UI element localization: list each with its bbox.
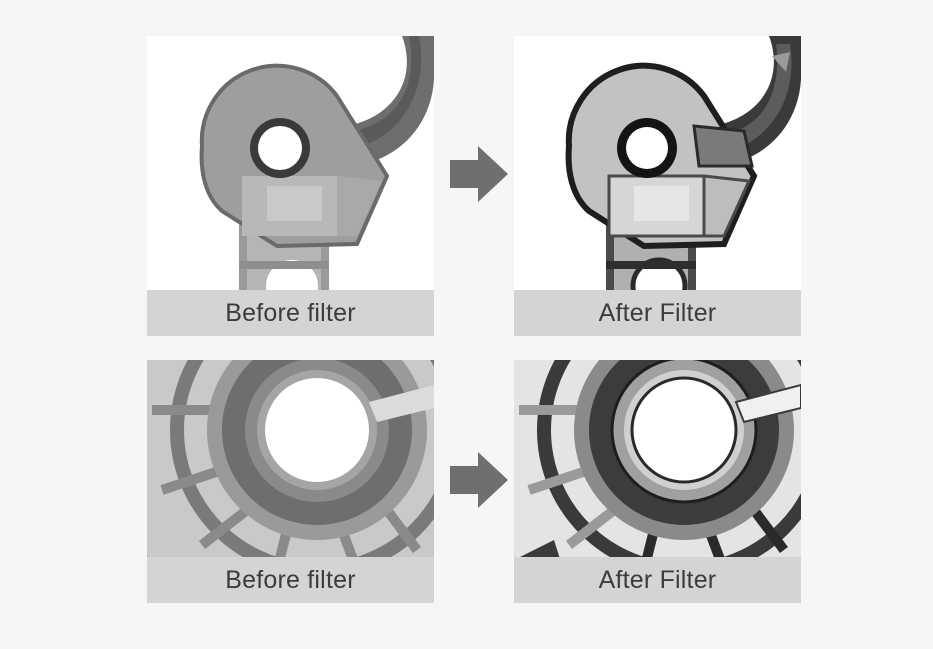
caption-top-after: After Filter	[514, 290, 801, 336]
right-arrow-icon	[450, 146, 508, 202]
caption-bottom-before: Before filter	[147, 557, 434, 603]
right-arrow-icon	[450, 452, 508, 508]
panel-top-after: After Filter	[514, 36, 801, 336]
panel-top-before: Before filter	[147, 36, 434, 336]
caption-top-before: Before filter	[147, 290, 434, 336]
caption-bottom-after: After Filter	[514, 557, 801, 603]
panel-bottom-before: Before filter	[147, 360, 434, 603]
panel-bottom-after: After Filter	[514, 360, 801, 603]
